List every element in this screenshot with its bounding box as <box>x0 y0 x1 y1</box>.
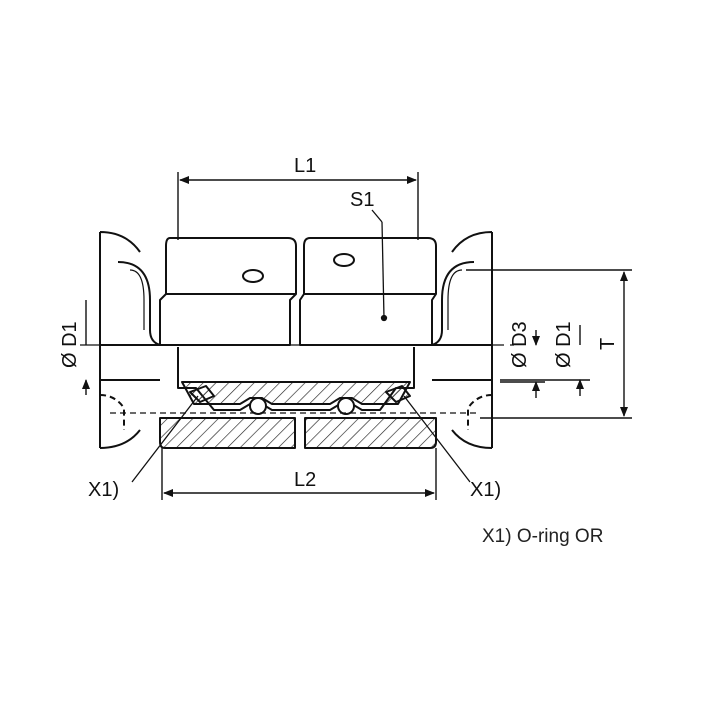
footnote-oring: X1) O-ring OR <box>482 526 604 547</box>
label-x1-right: X1) <box>470 479 501 501</box>
label-d1-left: Ø D1 <box>59 321 81 368</box>
label-d1-right: Ø D1 <box>553 321 575 368</box>
label-l1: L1 <box>294 155 316 177</box>
right-nut <box>299 237 437 346</box>
body-section <box>110 347 480 449</box>
dimension-t <box>466 269 632 419</box>
right-tube <box>431 231 493 449</box>
label-l2: L2 <box>294 469 316 491</box>
dimension-l1 <box>177 172 419 240</box>
dimension-d1-right <box>500 325 590 396</box>
label-x1-left: X1) <box>88 479 119 501</box>
leader-x1-left <box>131 395 199 483</box>
label-t: T <box>597 338 619 350</box>
leader-s1 <box>371 209 388 322</box>
label-d3: Ø D3 <box>509 321 531 368</box>
label-s1: S1 <box>350 189 374 211</box>
leader-x1-right <box>403 395 471 483</box>
left-nut <box>159 237 297 346</box>
dimension-d3 <box>500 330 545 398</box>
dimension-l2 <box>161 448 437 500</box>
left-tube <box>99 231 161 449</box>
